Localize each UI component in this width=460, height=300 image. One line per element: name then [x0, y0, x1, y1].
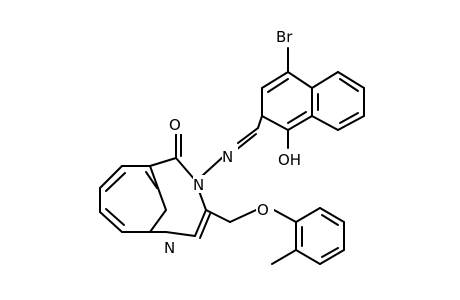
hydrazone-linker — [201, 115, 263, 177]
ring-nitrogen-3-label: N — [193, 176, 204, 194]
ring-nitrogen-1-label: N — [164, 239, 175, 257]
atom-labels: Br OH O N N N O — [163, 26, 307, 257]
tolyl-ring — [271, 207, 345, 265]
bromine-label: Br — [276, 28, 293, 46]
carbonyl-oxygen-label: O — [169, 116, 181, 134]
naphthol-ring-b — [311, 71, 365, 131]
imine-nitrogen-label: N — [222, 148, 233, 166]
naphthol-ring-a — [261, 47, 313, 149]
benzo-ring — [99, 165, 167, 233]
pyrimidinone-ring — [149, 131, 211, 239]
hydroxyl-label: OH — [278, 151, 301, 169]
ether-oxygen-label: O — [257, 201, 269, 219]
methylene-ether — [205, 209, 297, 223]
